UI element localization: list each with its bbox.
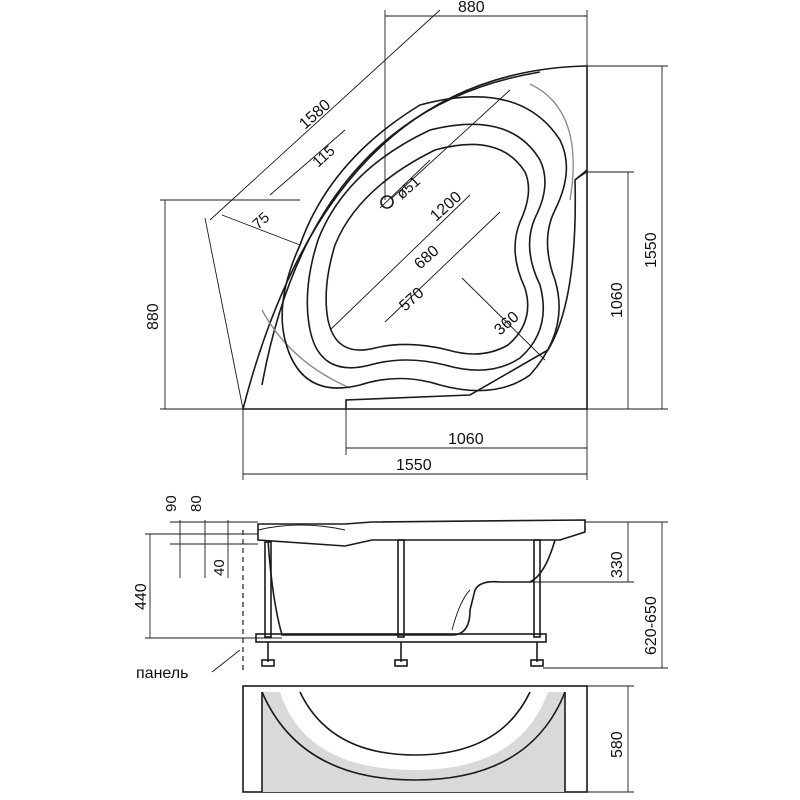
side-headrest xyxy=(257,524,346,531)
rim-shade-2 xyxy=(529,83,574,201)
dim-75: 75 xyxy=(249,209,273,233)
dim-line-570 xyxy=(384,211,501,323)
panel-arch-white xyxy=(300,692,530,755)
drain-hole xyxy=(380,195,394,209)
dim-51: ø51 xyxy=(393,173,424,203)
dim-line-75 xyxy=(221,214,301,246)
dim-line-680 xyxy=(329,194,471,331)
dim-570: 570 xyxy=(396,284,427,315)
side-rim xyxy=(257,519,586,547)
dim-620-650: 620-650 xyxy=(643,596,660,655)
dim-1200: 1200 xyxy=(427,188,465,225)
foot-right-pad xyxy=(530,659,544,667)
leg-mid xyxy=(397,539,405,638)
dim-ext-1580-a xyxy=(204,217,244,410)
tub-outline xyxy=(241,65,588,410)
panel-view: 580 xyxy=(242,685,634,793)
dim-80: 80 xyxy=(188,495,205,512)
side-seat xyxy=(451,589,471,631)
basin-inner xyxy=(306,123,546,371)
side-shell xyxy=(267,539,556,636)
panel-label: панель xyxy=(136,665,188,682)
seat-edge xyxy=(574,171,588,409)
rim-line xyxy=(261,71,541,386)
dim-880-top: 880 xyxy=(458,0,485,16)
dim-115: 115 xyxy=(309,142,338,171)
dim-1060-right: 1060 xyxy=(609,282,626,318)
dim-1550-bottom: 1550 xyxy=(396,457,432,474)
dim-line-1580 xyxy=(209,9,441,221)
rim-shade xyxy=(261,309,351,389)
panel-arch-inner xyxy=(299,691,531,756)
dim-1060-bottom: 1060 xyxy=(448,431,484,448)
dim-line-360 xyxy=(461,277,546,361)
dim-880-left: 880 xyxy=(145,303,162,330)
foot-left-pad xyxy=(261,659,275,667)
panel-arch-line xyxy=(261,691,566,781)
dim-440: 440 xyxy=(133,583,150,610)
top-view: 880 1580 115 ø51 1200 75 680 570 360 880 xyxy=(145,0,668,480)
dim-1550-right: 1550 xyxy=(643,232,660,268)
dim-330: 330 xyxy=(609,551,626,578)
foot-mid-pad xyxy=(394,659,408,667)
dim-90: 90 xyxy=(163,495,180,512)
dim-580: 580 xyxy=(609,731,626,758)
dim-line-51 xyxy=(379,159,431,209)
panel-leader xyxy=(211,649,241,673)
dim-40: 40 xyxy=(211,559,228,576)
dim-1580: 1580 xyxy=(296,96,334,133)
leg-right xyxy=(533,539,541,638)
basin-outer xyxy=(281,96,568,392)
dim-line-1200 xyxy=(391,89,511,199)
side-view: панель 440 90 80 40 330 620-650 xyxy=(133,495,668,682)
leg-left xyxy=(264,541,272,638)
dim-line-115 xyxy=(269,129,346,196)
